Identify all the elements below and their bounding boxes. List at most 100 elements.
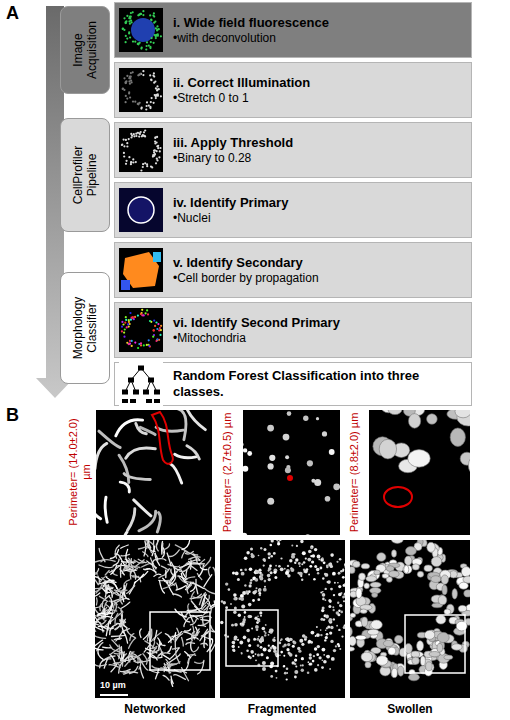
image-detail — [289, 638, 292, 641]
image-detail — [141, 46, 143, 48]
image-detail — [124, 328, 126, 330]
image-detail — [412, 564, 419, 570]
image-detail — [312, 660, 315, 663]
image-detail — [374, 570, 380, 575]
thumbnail — [119, 8, 163, 52]
image-detail — [145, 312, 147, 314]
image-detail — [304, 636, 307, 639]
image-detail — [171, 569, 173, 575]
image-detail — [144, 135, 146, 137]
image-detail — [326, 655, 330, 659]
image-detail — [194, 554, 198, 563]
image-detail — [128, 156, 130, 158]
image-detail — [263, 588, 267, 592]
image-detail — [152, 561, 156, 574]
image-detail — [438, 595, 447, 604]
image-detail — [295, 655, 297, 657]
image-detail — [138, 136, 140, 138]
image-detail — [309, 653, 312, 656]
crop-box — [226, 610, 278, 666]
image-detail — [225, 606, 228, 609]
image-detail — [138, 559, 146, 562]
image-detail — [330, 563, 332, 565]
image-detail — [129, 83, 131, 85]
image-detail — [450, 428, 465, 446]
image-detail — [320, 629, 322, 631]
image-detail — [444, 655, 453, 659]
image-detail — [150, 101, 152, 103]
image-detail — [326, 564, 329, 567]
image-detail — [243, 443, 244, 447]
class-label: Fragmented — [248, 702, 317, 716]
image-detail — [325, 615, 329, 619]
image-detail — [125, 81, 127, 83]
image-detail — [118, 589, 127, 591]
image-detail — [330, 565, 333, 568]
image-detail — [150, 18, 152, 20]
image-detail — [141, 312, 143, 314]
image-detail — [317, 645, 320, 648]
image-detail — [140, 73, 142, 75]
image-detail — [153, 16, 155, 18]
image-detail — [262, 661, 266, 665]
step-detail: •Cell border by propagation — [173, 271, 463, 286]
image-detail — [303, 561, 306, 564]
scale-label: 10 µm — [100, 680, 126, 691]
crop-fragmented — [243, 410, 340, 535]
image-detail — [153, 329, 155, 331]
image-detail — [328, 599, 331, 602]
stage-label: Morphology Classifier — [71, 277, 99, 379]
image-detail — [153, 320, 155, 322]
image-detail — [286, 648, 289, 651]
image-detail — [126, 448, 156, 458]
image-detail — [134, 342, 136, 344]
image-detail — [149, 346, 151, 348]
image-detail — [264, 580, 267, 583]
image-detail — [202, 617, 204, 623]
image-detail — [307, 558, 311, 562]
image-detail — [159, 334, 161, 336]
image-detail — [152, 546, 155, 556]
image-detail — [313, 655, 315, 657]
image-detail — [371, 620, 383, 629]
image-detail — [338, 572, 341, 575]
image-detail — [326, 655, 328, 657]
image-detail — [115, 545, 119, 558]
image-detail — [128, 138, 130, 140]
image-detail — [123, 332, 125, 334]
image-detail — [441, 575, 448, 584]
image-detail — [119, 8, 163, 52]
image-detail — [123, 671, 129, 673]
image-detail — [258, 589, 261, 592]
image-detail — [271, 540, 274, 543]
image-detail — [156, 85, 158, 87]
image-detail — [160, 325, 162, 327]
image-detail — [325, 588, 327, 590]
image-detail — [334, 582, 336, 584]
image-detail — [285, 638, 287, 640]
image-detail — [238, 646, 240, 648]
image-detail — [98, 626, 106, 629]
image-detail — [186, 643, 195, 645]
image-detail — [122, 390, 128, 395]
image-detail — [122, 399, 128, 403]
image-detail — [125, 316, 127, 318]
image-detail — [437, 644, 443, 653]
stage-label: Image Acquisition — [71, 11, 99, 89]
image-detail — [259, 594, 261, 596]
image-detail — [95, 640, 103, 649]
image-detail — [120, 610, 122, 621]
image-detail — [156, 89, 158, 91]
image-detail — [200, 629, 208, 640]
image-detail — [175, 454, 196, 458]
image-detail — [139, 547, 147, 549]
image-detail — [331, 657, 335, 661]
image-detail — [289, 559, 292, 562]
perimeter-note: Perimeter= (8.8±2.0) µm — [348, 412, 361, 532]
image-detail — [118, 655, 126, 661]
image-detail — [325, 630, 327, 632]
image-detail — [273, 639, 276, 642]
image-detail — [294, 659, 297, 662]
image-detail — [267, 498, 274, 505]
image-detail — [260, 577, 264, 581]
